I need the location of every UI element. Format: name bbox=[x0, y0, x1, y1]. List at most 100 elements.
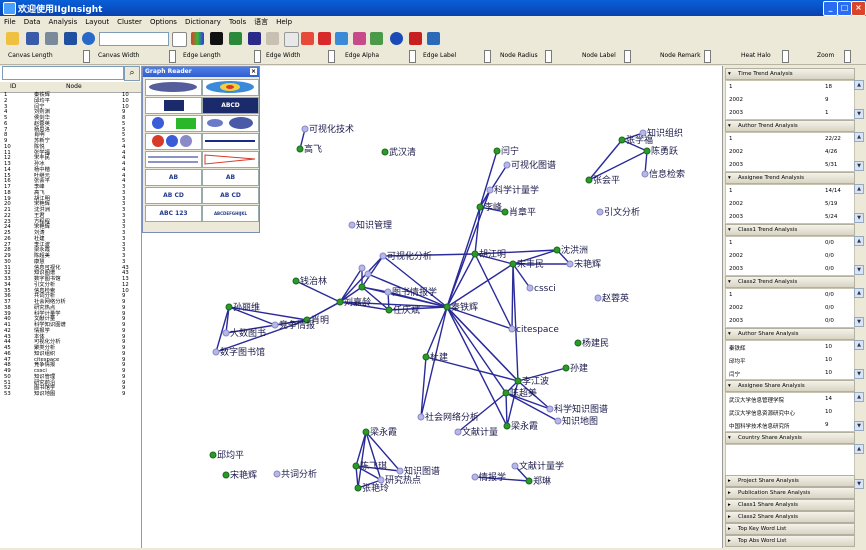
graph-node-zhp[interactable]: 张会平 bbox=[585, 174, 620, 186]
open-folder-icon[interactable] bbox=[6, 32, 19, 45]
graph-edge[interactable] bbox=[588, 139, 623, 181]
graph-node-marker[interactable] bbox=[336, 298, 344, 306]
graph-edge[interactable] bbox=[505, 392, 551, 410]
slider-node-label[interactable] bbox=[624, 50, 631, 63]
graph-edge[interactable] bbox=[474, 253, 514, 265]
graph-node-marker[interactable] bbox=[417, 413, 425, 421]
graph-edge[interactable] bbox=[388, 306, 448, 311]
graph-node-tsqb[interactable]: 图书情报学 bbox=[384, 286, 437, 298]
font-large-option[interactable]: AB bbox=[145, 169, 202, 186]
graph-edge[interactable] bbox=[446, 189, 491, 308]
graph-node-marker[interactable] bbox=[526, 284, 534, 292]
graph-node-shwl[interactable]: 社会网络分析 bbox=[417, 411, 479, 423]
graph-node-zxfu[interactable]: 张学福 bbox=[618, 134, 653, 146]
font-medium-alt-option[interactable]: AB CD bbox=[202, 187, 259, 204]
graph-node-marker[interactable] bbox=[508, 325, 516, 333]
graph-node-marker[interactable] bbox=[385, 306, 393, 314]
graph-edge[interactable] bbox=[355, 465, 401, 472]
graph-node-qtj[interactable]: 秦铁辉 bbox=[443, 301, 478, 313]
graph-edge[interactable] bbox=[446, 253, 476, 308]
arrow-right-icon[interactable] bbox=[301, 32, 314, 45]
graph-node-marker[interactable] bbox=[501, 208, 509, 216]
graph-edge[interactable] bbox=[295, 280, 341, 303]
graph-node-marker[interactable] bbox=[362, 428, 370, 436]
slider-edge-alpha[interactable] bbox=[409, 50, 416, 63]
graph-node-marker[interactable] bbox=[596, 208, 604, 216]
graph-node-gcfx[interactable]: 共词分析 bbox=[273, 468, 317, 480]
double-line-style-option[interactable] bbox=[145, 151, 202, 168]
graph-node-zjp[interactable]: 邱均平 bbox=[209, 449, 244, 461]
rect-style-option[interactable] bbox=[145, 97, 202, 114]
scroll-down-icon[interactable]: ▼ bbox=[854, 317, 864, 327]
cluster-icon[interactable] bbox=[353, 32, 366, 45]
graph-node-zry[interactable]: 赵蓉英 bbox=[594, 292, 629, 304]
graph-edge[interactable] bbox=[361, 286, 389, 293]
graph-edge[interactable] bbox=[474, 253, 513, 330]
graph-node-gaofei[interactable]: 高飞 bbox=[296, 143, 322, 155]
graph-node-marker[interactable] bbox=[486, 186, 494, 194]
graph-node-ytfx[interactable] bbox=[364, 270, 372, 278]
ellipse-style-option[interactable] bbox=[145, 79, 202, 96]
graph-edge[interactable] bbox=[644, 150, 648, 175]
mixed-node-style-option[interactable] bbox=[145, 133, 202, 150]
layout-icon[interactable] bbox=[335, 32, 348, 45]
graph-edge[interactable] bbox=[446, 263, 514, 308]
scroll-down-icon[interactable]: ▼ bbox=[854, 421, 864, 431]
menu-file[interactable]: File bbox=[4, 18, 16, 26]
graph-node-marker[interactable] bbox=[443, 303, 451, 311]
graph-edge[interactable] bbox=[339, 286, 363, 303]
graph-node-citespace[interactable]: citespace bbox=[508, 325, 559, 335]
scroll-up-icon[interactable]: ▲ bbox=[854, 392, 864, 402]
graph-node-yanning[interactable]: 闫宁 bbox=[493, 145, 519, 157]
graph-node-marker[interactable] bbox=[222, 471, 230, 479]
graph-edge[interactable] bbox=[420, 306, 448, 418]
graph-node-marker[interactable] bbox=[511, 462, 519, 470]
graph-node-marker[interactable] bbox=[384, 288, 392, 296]
edge-style-option[interactable] bbox=[202, 133, 259, 150]
graph-node-marker[interactable] bbox=[358, 264, 366, 272]
graph-edge[interactable] bbox=[357, 479, 382, 489]
graph-node-zsqb[interactable]: 竞争情报 bbox=[271, 319, 315, 331]
graph-node-marker[interactable] bbox=[476, 203, 484, 211]
graph-edge[interactable] bbox=[355, 431, 367, 467]
graph-node-ywfx[interactable]: 引文分析 bbox=[596, 206, 640, 218]
graph-edge[interactable] bbox=[517, 367, 567, 382]
arrow-left-icon[interactable] bbox=[284, 32, 299, 47]
scroll-down-icon[interactable]: ▼ bbox=[854, 265, 864, 275]
graph-node-marker[interactable] bbox=[562, 364, 570, 372]
globe-icon[interactable] bbox=[390, 32, 403, 45]
graph-node-marker[interactable] bbox=[471, 473, 479, 481]
graph-node-marker[interactable] bbox=[514, 377, 522, 385]
graph-node-marker[interactable] bbox=[585, 176, 593, 184]
graph-node-marker[interactable] bbox=[641, 170, 649, 178]
graph-edge[interactable] bbox=[339, 301, 390, 311]
graph-edge[interactable] bbox=[517, 380, 551, 410]
scroll-up-icon[interactable]: ▲ bbox=[854, 288, 864, 298]
graph-node-lifeng[interactable]: 李峰 bbox=[476, 201, 502, 213]
graph-node-marker[interactable] bbox=[273, 470, 281, 478]
slider-node-remark[interactable] bbox=[704, 50, 711, 63]
user-icon[interactable] bbox=[427, 32, 440, 45]
graph-node-yjl[interactable]: 杨建民 bbox=[574, 337, 609, 349]
section-header[interactable]: ▾Author Trend Analysis bbox=[725, 120, 855, 132]
menu-cluster[interactable]: Cluster bbox=[117, 18, 142, 26]
graph-edge[interactable] bbox=[339, 301, 448, 308]
graph-node-zszs[interactable] bbox=[358, 264, 366, 272]
graph-edge[interactable] bbox=[228, 306, 308, 321]
